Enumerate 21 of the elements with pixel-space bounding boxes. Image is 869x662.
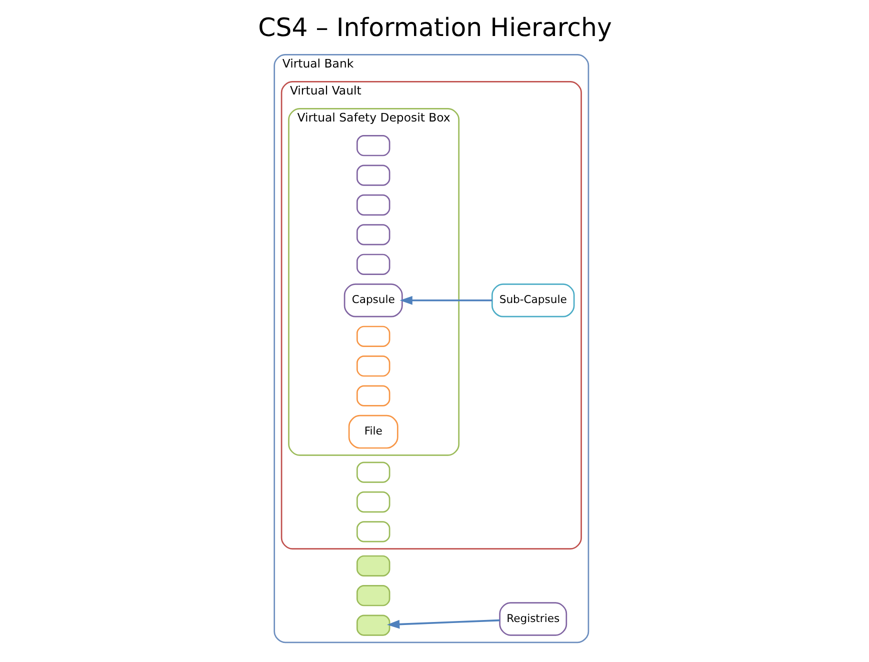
node-box xyxy=(356,194,390,216)
node-box xyxy=(356,164,390,186)
node-box: Sub-Capsule xyxy=(490,284,574,318)
arrow xyxy=(386,619,500,629)
node-box: Registries xyxy=(498,602,567,636)
node-box: File xyxy=(348,414,398,449)
node-box xyxy=(356,521,390,542)
node-box xyxy=(356,254,390,275)
node-box xyxy=(356,326,390,347)
node-box xyxy=(356,224,390,246)
node-box xyxy=(356,555,390,576)
diagram-title: CS4 – Information Hierarchy xyxy=(258,13,612,42)
node-box: Capsule xyxy=(343,284,402,318)
node-box xyxy=(356,491,390,513)
node-box xyxy=(356,462,390,483)
node-box xyxy=(356,614,390,636)
node-box xyxy=(356,385,390,406)
node-box xyxy=(356,585,390,606)
arrow xyxy=(399,296,492,305)
node-box xyxy=(356,356,390,377)
node-box xyxy=(356,135,390,156)
